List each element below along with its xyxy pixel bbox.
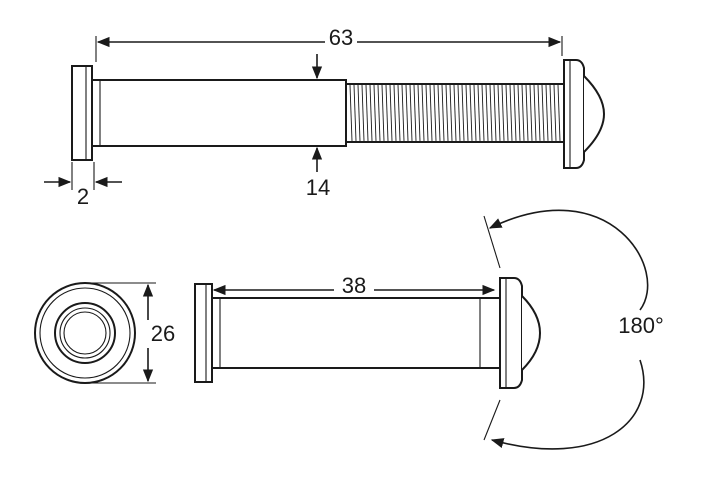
thread-line — [413, 84, 417, 142]
thread-line — [441, 84, 445, 142]
thread-line — [361, 84, 365, 142]
thread-line — [373, 84, 377, 142]
thread-line — [437, 84, 441, 142]
body-flange — [194, 283, 213, 383]
thread-line — [545, 84, 549, 142]
thread-line — [493, 84, 497, 142]
thread-line — [517, 84, 521, 142]
barrel — [91, 79, 347, 147]
dimension-label-14: 14 — [306, 175, 330, 200]
thread-line — [449, 84, 453, 142]
thread-line — [409, 84, 413, 142]
thread-line — [557, 84, 561, 142]
thread-line — [473, 84, 477, 142]
thread-line — [401, 84, 405, 142]
thread-line — [425, 84, 429, 142]
dimension-label-63: 63 — [329, 25, 353, 50]
thread-line — [497, 84, 501, 142]
thread-line — [553, 84, 557, 142]
thread-line — [453, 84, 457, 142]
thread-line — [529, 84, 533, 142]
thread-line — [353, 84, 357, 142]
thread-line — [421, 84, 425, 142]
thread-line — [465, 84, 469, 142]
left-flange — [71, 65, 93, 161]
thread-line — [513, 84, 517, 142]
thread-line — [377, 84, 381, 142]
dimension-label-38: 38 — [342, 273, 366, 298]
thread-line — [389, 84, 393, 142]
assembled-side-view: 63 14 2 — [44, 25, 606, 209]
thread-line — [369, 84, 373, 142]
thread-line — [433, 84, 437, 142]
thread-line — [541, 84, 545, 142]
dimension-label-2: 2 — [77, 184, 89, 209]
dimension-label-26: 26 — [151, 321, 175, 346]
thread-line — [397, 84, 401, 142]
thread-line — [537, 84, 541, 142]
thread-line — [405, 84, 409, 142]
thread-line — [365, 84, 369, 142]
thread-line — [485, 84, 489, 142]
thread-line — [481, 84, 485, 142]
thread-line — [445, 84, 449, 142]
body-tube — [211, 297, 501, 369]
front-end-view: 26 — [34, 282, 175, 384]
thread-line — [429, 84, 433, 142]
viewing-angle-arc — [488, 209, 649, 311]
thread-line — [393, 84, 397, 142]
viewing-angle-label: 180° — [618, 313, 664, 338]
thread-line — [477, 84, 481, 142]
thread-line — [525, 84, 529, 142]
thread-lines — [349, 84, 561, 142]
thread-line — [521, 84, 525, 142]
lens-opening — [63, 311, 107, 355]
thread-line — [461, 84, 465, 142]
thread-line — [457, 84, 461, 142]
lens-head-bottom — [499, 277, 542, 389]
thread-line — [385, 84, 389, 142]
thread-line — [533, 84, 537, 142]
body-side-view: 38 180° — [194, 209, 664, 450]
thread-line — [381, 84, 385, 142]
thread-line — [505, 84, 509, 142]
thread-line — [509, 84, 513, 142]
thread-line — [489, 84, 493, 142]
lens-head-top — [563, 59, 606, 169]
thread-line — [417, 84, 421, 142]
thread-line — [549, 84, 553, 142]
thread-line — [357, 84, 361, 142]
thread-line — [349, 84, 353, 142]
thread-line — [469, 84, 473, 142]
thread-line — [501, 84, 505, 142]
